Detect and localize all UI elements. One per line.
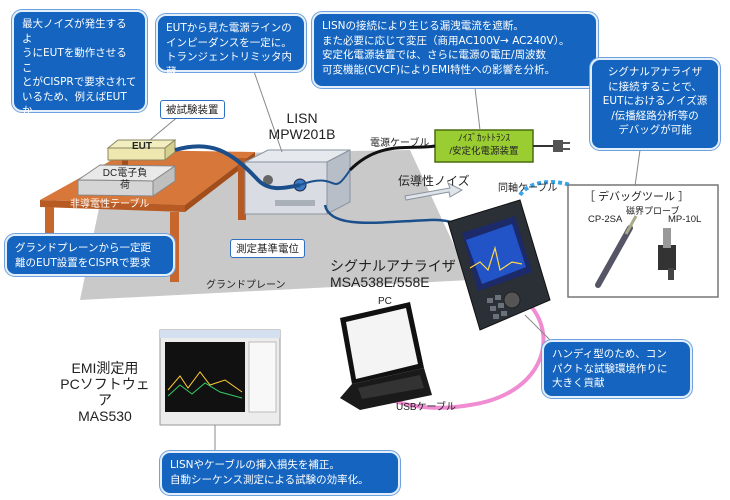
leader-debug xyxy=(634,149,641,187)
label-usb-cable: USBケーブル xyxy=(396,402,456,413)
lisn-power-loop xyxy=(299,169,351,186)
callout-analyzer-debug: シグナルアナライザ に接続することで、 EUTにおけるノイズ源 /伝播経路分析等… xyxy=(590,58,720,150)
debug-tool-box xyxy=(567,184,719,298)
label-probe-mp10l: MP-10L xyxy=(668,214,702,225)
conducted-noise-arrow xyxy=(404,181,464,201)
callout-eut-impedance: EUTから見た電源ラインの インピーダンスを一定に。 トランジェントリミッタ内蔵… xyxy=(156,14,306,78)
label-table: 非導電性テーブル xyxy=(70,199,150,210)
label-dc-load: DC電子負 荷 xyxy=(102,168,148,191)
label-probe-cp2sa: CP-2SA xyxy=(588,214,623,225)
label-software: EMI測定用 PCソフトウェア MAS530 xyxy=(60,360,150,424)
label-analyzer: シグナルアナライザ MSA538E/558E xyxy=(330,258,456,290)
laptop-pc xyxy=(340,302,432,410)
label-conducted-noise: 伝導性ノイズ xyxy=(398,174,470,188)
label-lisn: LISN MPW201B xyxy=(268,110,336,142)
label-eut-device: 被試験装置 xyxy=(160,100,225,119)
callout-lisn-leak: LISNの接続により生じる漏洩電流を遮断。 また必要に応じて変圧（商用AC100… xyxy=(312,12,598,88)
power-cable xyxy=(348,144,436,172)
label-coax-cable: 同軸ケーブル xyxy=(498,183,558,194)
leader-lisn xyxy=(249,59,283,153)
software-screenshot xyxy=(159,329,281,426)
label-ground-plane: グランドプレーン xyxy=(206,280,286,291)
label-noise-cut: ﾉｲｽﾞｶｯﾄﾄﾗﾝｽ /安定化電源装置 xyxy=(449,133,519,157)
label-eut: EUT xyxy=(132,141,152,152)
callout-handy: ハンディ型のため、コン パクトな試験環境作りに 大きく貢献 xyxy=(542,340,692,398)
eut-to-lisn-cable xyxy=(174,144,301,191)
callout-ground-plane: グランドプレーンから一定距 離のEUT設置をCISPRで要求 xyxy=(5,234,175,276)
callout-software-note: LISNやケーブルの挿入損失を補正。 自動シーケンス測定による試験の効率化。 xyxy=(160,451,400,495)
probe-mp10l xyxy=(658,228,676,280)
label-probe-title: 磁界プローブ xyxy=(626,206,680,216)
eut-box xyxy=(106,138,177,162)
debug-dotted-cable xyxy=(518,180,571,197)
usb-cable xyxy=(376,303,546,410)
leader-transformer xyxy=(474,87,481,131)
dc-load-box xyxy=(76,164,177,197)
label-power-cable: 電源ケーブル xyxy=(370,138,430,149)
label-ground-ref: 測定基準電位 xyxy=(230,239,305,258)
probe-cp2sa xyxy=(595,215,638,288)
callout-max-noise: 最大ノイズが発生するよ うにEUTを動作させるこ とがCISPRで要求されて い… xyxy=(12,10,147,146)
signal-analyzer-device xyxy=(447,199,551,331)
noise-cut-transformer xyxy=(434,129,570,163)
label-pc: PC xyxy=(378,296,392,307)
label-debug-tool: ［ デバッグツール ］ xyxy=(584,191,690,203)
